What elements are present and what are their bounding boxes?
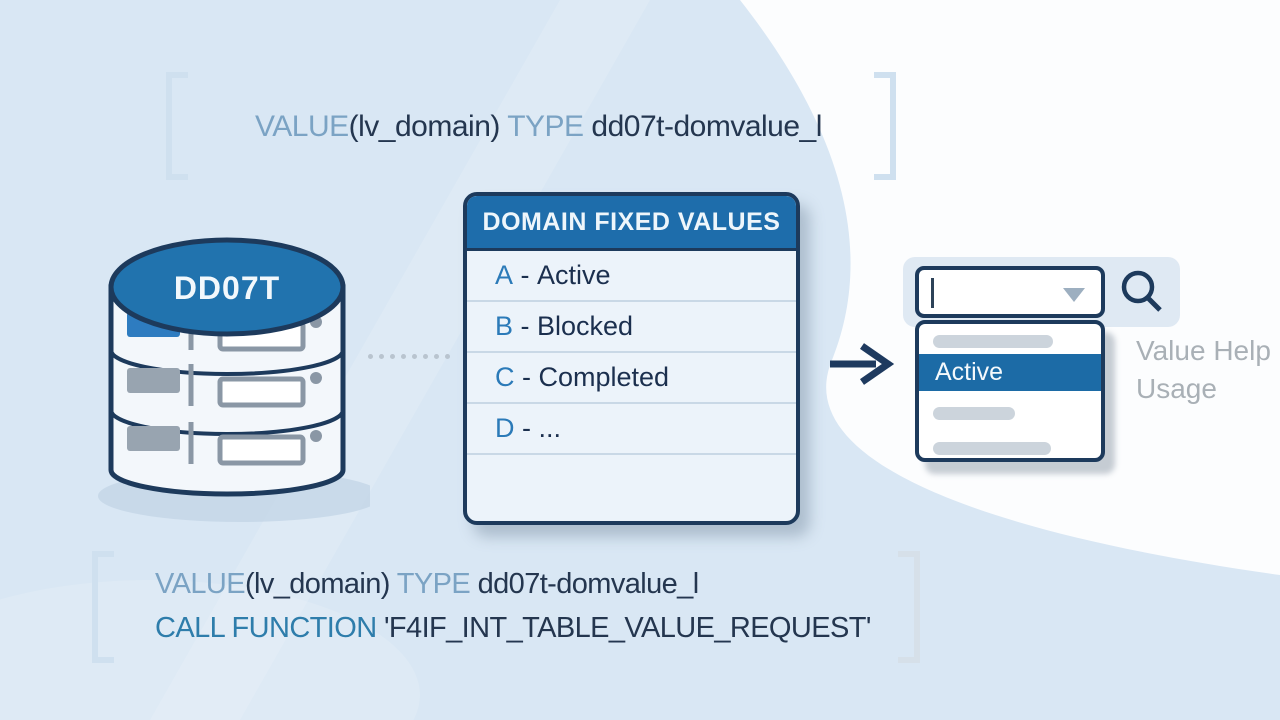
text-cursor-icon bbox=[931, 278, 934, 308]
code-snippet-declaration: VALUE(lv_domain) TYPE dd07t-domvalue_l bbox=[255, 110, 822, 144]
table-row: C - Completed bbox=[467, 353, 796, 404]
drive-slot bbox=[217, 376, 306, 408]
drive-dot bbox=[310, 430, 322, 442]
code-arg-domvalue: dd07t-domvalue_l bbox=[591, 110, 822, 143]
drive-led-bar-gray bbox=[127, 426, 180, 451]
row-key: B bbox=[495, 311, 514, 341]
code-line-1: VALUE(lv_domain) TYPE dd07t-domvalue_l bbox=[155, 562, 871, 606]
dotted-connector-icon bbox=[368, 354, 450, 359]
code-bracket-left-bottom bbox=[92, 551, 114, 663]
code-keyword-type: TYPE bbox=[396, 568, 478, 600]
code-bracket-right-top bbox=[874, 72, 896, 180]
code-line-2: CALL FUNCTION 'F4IF_INT_TABLE_VALUE_REQU… bbox=[155, 606, 871, 650]
drive-led-bar-gray bbox=[127, 368, 180, 393]
row-value: Blocked bbox=[537, 311, 634, 341]
code-bracket-left-top bbox=[166, 72, 188, 180]
value-help-caption: Value Help Usage bbox=[1136, 332, 1271, 408]
table-row: D - ... bbox=[467, 404, 796, 455]
search-input[interactable] bbox=[915, 266, 1105, 318]
row-separator: - bbox=[514, 413, 539, 443]
row-separator: - bbox=[514, 362, 539, 392]
drive-dot bbox=[310, 372, 322, 384]
database-cylinder-icon: DD07T bbox=[98, 237, 370, 522]
code-arg-function-name: 'F4IF_INT_TABLE_VALUE_REQUEST' bbox=[384, 612, 871, 644]
table-title: DOMAIN FIXED VALUES bbox=[467, 196, 796, 251]
value-help-dropdown-list[interactable]: Active bbox=[915, 320, 1105, 462]
row-key: D bbox=[495, 413, 515, 443]
row-value: Active bbox=[537, 260, 611, 290]
list-item-placeholder[interactable] bbox=[933, 442, 1051, 455]
code-keyword-call-function: CALL FUNCTION bbox=[155, 612, 384, 644]
caption-line: Value Help bbox=[1136, 335, 1271, 366]
table-row: A - Active bbox=[467, 251, 796, 302]
row-value: Completed bbox=[538, 362, 670, 392]
code-keyword-value: VALUE bbox=[255, 110, 349, 143]
list-item-placeholder[interactable] bbox=[933, 335, 1053, 348]
caption-line: Usage bbox=[1136, 373, 1217, 404]
search-icon[interactable] bbox=[1114, 264, 1168, 318]
row-key: A bbox=[495, 260, 514, 290]
code-keyword-value: VALUE bbox=[155, 568, 246, 600]
database-table-name: DD07T bbox=[174, 270, 280, 306]
row-key: C bbox=[495, 362, 515, 392]
table-row: B - Blocked bbox=[467, 302, 796, 353]
code-arg-lv-domain: (lv_domain) bbox=[348, 110, 508, 143]
code-arg-domvalue: dd07t-domvalue_l bbox=[477, 568, 700, 600]
arrow-right-icon bbox=[830, 343, 895, 385]
chevron-down-icon[interactable] bbox=[1063, 288, 1085, 302]
row-value: ... bbox=[538, 413, 562, 443]
code-snippet-call-function: VALUE(lv_domain) TYPE dd07t-domvalue_l C… bbox=[155, 562, 871, 650]
code-bracket-right-bottom bbox=[898, 551, 920, 663]
domain-fixed-values-table: DOMAIN FIXED VALUES A - Active B - Block… bbox=[463, 192, 800, 525]
list-item-placeholder[interactable] bbox=[933, 407, 1015, 420]
row-separator: - bbox=[513, 311, 538, 341]
drive-slot bbox=[217, 434, 306, 466]
list-item-selected[interactable]: Active bbox=[919, 354, 1101, 391]
code-keyword-type: TYPE bbox=[507, 110, 592, 143]
code-arg-lv-domain: (lv_domain) bbox=[244, 568, 397, 600]
selected-item-label: Active bbox=[935, 358, 1004, 386]
row-separator: - bbox=[513, 260, 538, 290]
